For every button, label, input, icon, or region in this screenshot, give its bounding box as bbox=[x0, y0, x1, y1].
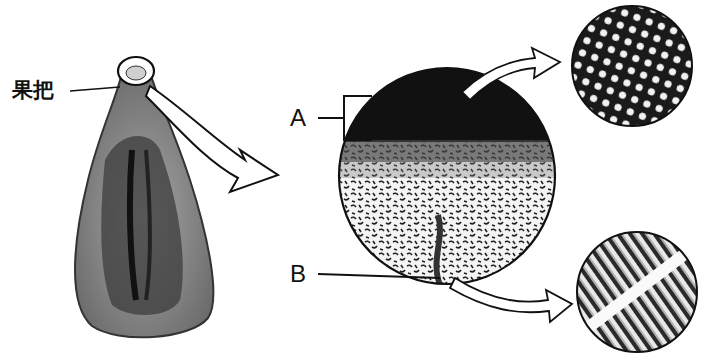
part-label: 果把 bbox=[12, 80, 54, 101]
region-label: A bbox=[290, 106, 306, 130]
region-label: B bbox=[290, 262, 306, 286]
